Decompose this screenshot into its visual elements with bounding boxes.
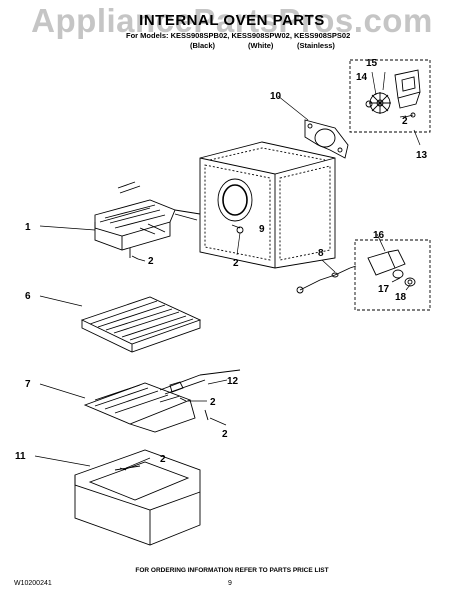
watermark: AppliancePartsPros.com bbox=[31, 2, 433, 39]
callout-10: 10 bbox=[270, 91, 282, 102]
terminal-block-box bbox=[354, 239, 431, 311]
callout-11: 11 bbox=[15, 451, 26, 462]
page-title: INTERNAL OVEN PARTS bbox=[139, 12, 325, 29]
callout-12: 12 bbox=[227, 376, 239, 387]
oven-rack bbox=[80, 296, 202, 353]
temperature-sensor bbox=[296, 265, 357, 294]
callout-1: 1 bbox=[25, 222, 31, 233]
document-number: W10200241 bbox=[14, 580, 52, 587]
callout-2: 2 bbox=[233, 258, 239, 269]
callout-2: 2 bbox=[210, 397, 216, 408]
bake-element bbox=[83, 369, 241, 433]
convection-motor-box bbox=[349, 59, 431, 133]
callout-14: 14 bbox=[356, 72, 368, 83]
variant-stainless: (Stainless) bbox=[297, 41, 335, 50]
callout-7: 7 bbox=[25, 379, 31, 390]
callout-13: 13 bbox=[416, 150, 428, 161]
oven-cavity bbox=[199, 141, 336, 269]
callout-2: 2 bbox=[160, 454, 166, 465]
callout-2: 2 bbox=[148, 256, 154, 267]
callout-16: 16 bbox=[373, 230, 385, 241]
broil-element bbox=[94, 181, 201, 258]
leader-lines bbox=[34, 71, 421, 469]
variant-black: (Black) bbox=[190, 41, 216, 50]
callout-2: 2 bbox=[402, 116, 408, 127]
variant-white: (White) bbox=[248, 41, 274, 50]
callout-15: 15 bbox=[366, 58, 378, 69]
callout-18: 18 bbox=[395, 292, 407, 303]
ordering-instruction: FOR ORDERING INFORMATION REFER TO PARTS … bbox=[135, 567, 329, 574]
model-list: For Models: KESS908SPB02, KESS908SPW02, … bbox=[126, 31, 351, 40]
convection-ring bbox=[217, 178, 253, 222]
page-number: 9 bbox=[228, 580, 232, 587]
bake-cover-tray bbox=[74, 449, 201, 546]
callout-9: 9 bbox=[259, 224, 265, 235]
callout-2: 2 bbox=[222, 429, 228, 440]
callout-8: 8 bbox=[318, 248, 324, 259]
callout-6: 6 bbox=[25, 291, 31, 302]
callout-17: 17 bbox=[378, 284, 390, 295]
fan-baffle bbox=[304, 119, 349, 159]
